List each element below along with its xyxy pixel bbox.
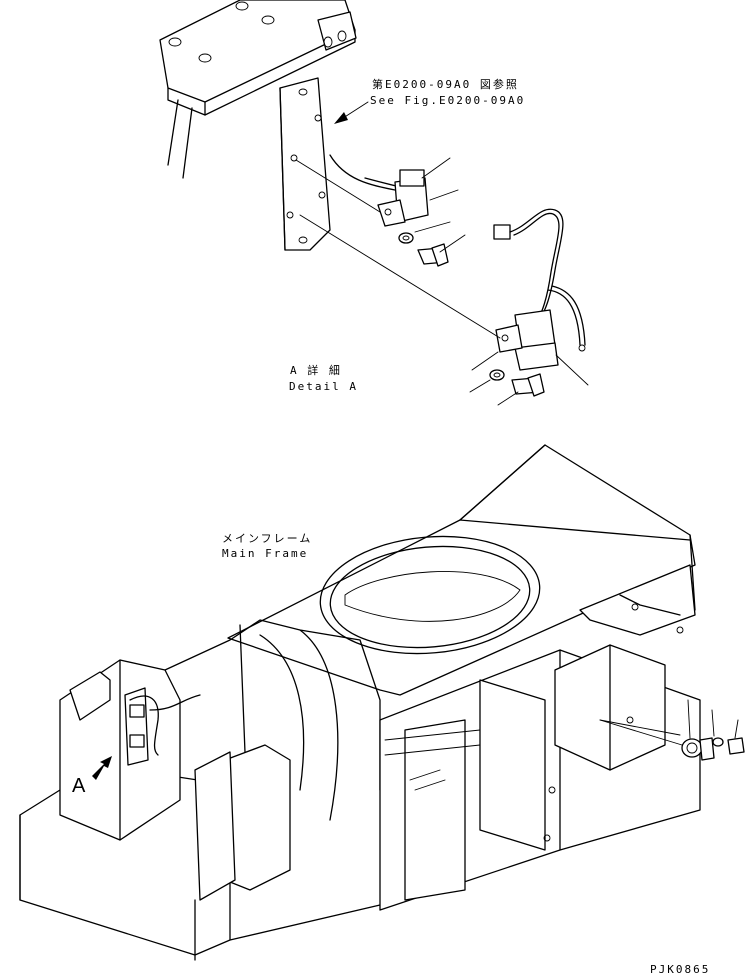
reference-label-en: See Fig.E0200-09A0 <box>370 94 526 107</box>
drawing-code: PJK0865 <box>650 963 711 976</box>
view-marker-label: A <box>72 775 86 797</box>
relay-upper <box>295 154 459 227</box>
reference-label-jp: 第E0200-09A0 図参照 <box>372 78 519 91</box>
view-arrow <box>92 756 112 780</box>
upper-frame-bracket <box>159 0 357 179</box>
mounting-plate <box>279 77 331 251</box>
washer-bolt-lower <box>469 369 545 406</box>
frame-relay-assembly <box>124 687 201 766</box>
washer-bolt-upper <box>398 221 466 267</box>
wire-harness <box>493 208 586 352</box>
right-bolt-assembly <box>599 699 745 761</box>
frame-label-jp: メインフレーム <box>222 532 313 545</box>
detail-label-jp: A 詳 細 <box>290 364 342 377</box>
reference-arrow <box>334 101 369 124</box>
relay-lower <box>299 214 589 386</box>
main-frame <box>19 444 701 961</box>
frame-label-en: Main Frame <box>222 547 309 560</box>
detail-label-en: Detail A <box>289 380 358 393</box>
